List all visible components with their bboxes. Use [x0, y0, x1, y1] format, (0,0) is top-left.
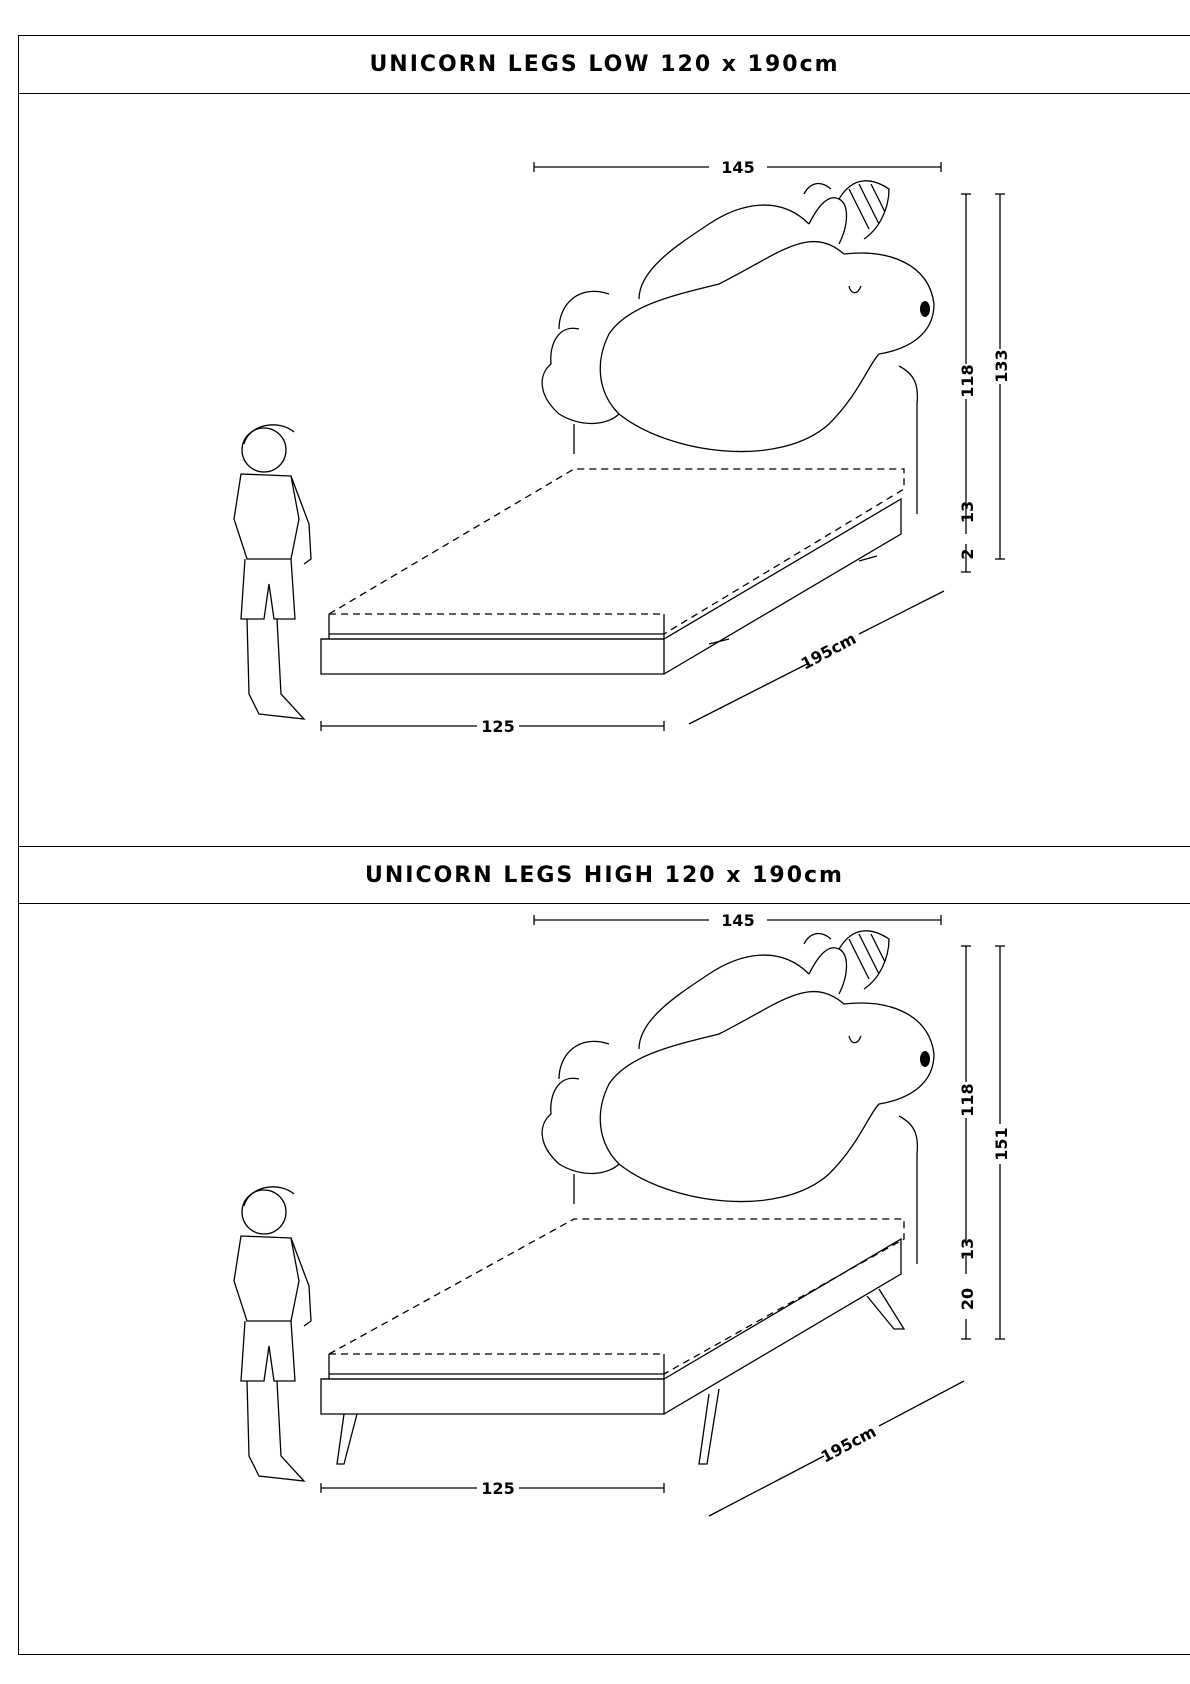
child-figure	[233, 1186, 312, 1482]
dimension-leg-height: 20	[958, 1288, 977, 1340]
dimension-headboard-width: 145	[533, 911, 942, 930]
dimension-width: 125	[320, 717, 665, 736]
dimension-headboard-height: 118	[958, 193, 977, 534]
section-title-high: UNICORN LEGS HIGH 120 x 190cm	[19, 846, 1190, 904]
label-125: 125	[481, 1479, 514, 1498]
leg-front-left	[336, 1413, 358, 1465]
label-145: 145	[721, 158, 754, 177]
dimension-base-height: 13	[958, 1238, 977, 1274]
bed-drawing-low: 145 118 13 2 133 195cm	[19, 94, 1190, 846]
label-195cm: 195cm	[818, 1422, 880, 1467]
bed-base	[320, 1218, 906, 1465]
unicorn-headboard	[541, 930, 935, 1264]
label-118: 118	[958, 1083, 977, 1116]
label-2: 2	[958, 548, 977, 559]
dimension-total-height: 151	[992, 945, 1011, 1340]
label-145: 145	[721, 911, 754, 930]
dimension-base-height: 13 2	[958, 501, 977, 573]
dimension-headboard-height: 118	[958, 945, 977, 1244]
label-118: 118	[958, 364, 977, 397]
drawing-sheet: UNICORN LEGS LOW 120 x 190cm 145 118 13 …	[18, 35, 1190, 1655]
label-13: 13	[958, 1238, 977, 1260]
label-13: 13	[958, 501, 977, 523]
dimension-total-height: 133	[992, 193, 1011, 560]
bed-base	[320, 468, 905, 675]
label-20: 20	[958, 1288, 977, 1310]
label-151: 151	[992, 1127, 1011, 1160]
unicorn-headboard	[541, 180, 935, 514]
bed-drawing-high: 145 118 13 20 151 195cm	[19, 904, 1190, 1656]
label-125: 125	[481, 717, 514, 736]
dimension-headboard-width: 145	[533, 158, 942, 177]
child-figure	[233, 424, 312, 720]
dimension-width: 125	[320, 1479, 665, 1498]
section-title-low: UNICORN LEGS LOW 120 x 190cm	[19, 36, 1190, 94]
leg-front-right	[698, 1388, 720, 1465]
label-195cm: 195cm	[798, 629, 860, 674]
leg-back-right	[866, 1288, 906, 1330]
label-133: 133	[992, 349, 1011, 382]
dimension-length: 195cm	[708, 1380, 965, 1517]
dimension-length: 195cm	[688, 590, 945, 725]
